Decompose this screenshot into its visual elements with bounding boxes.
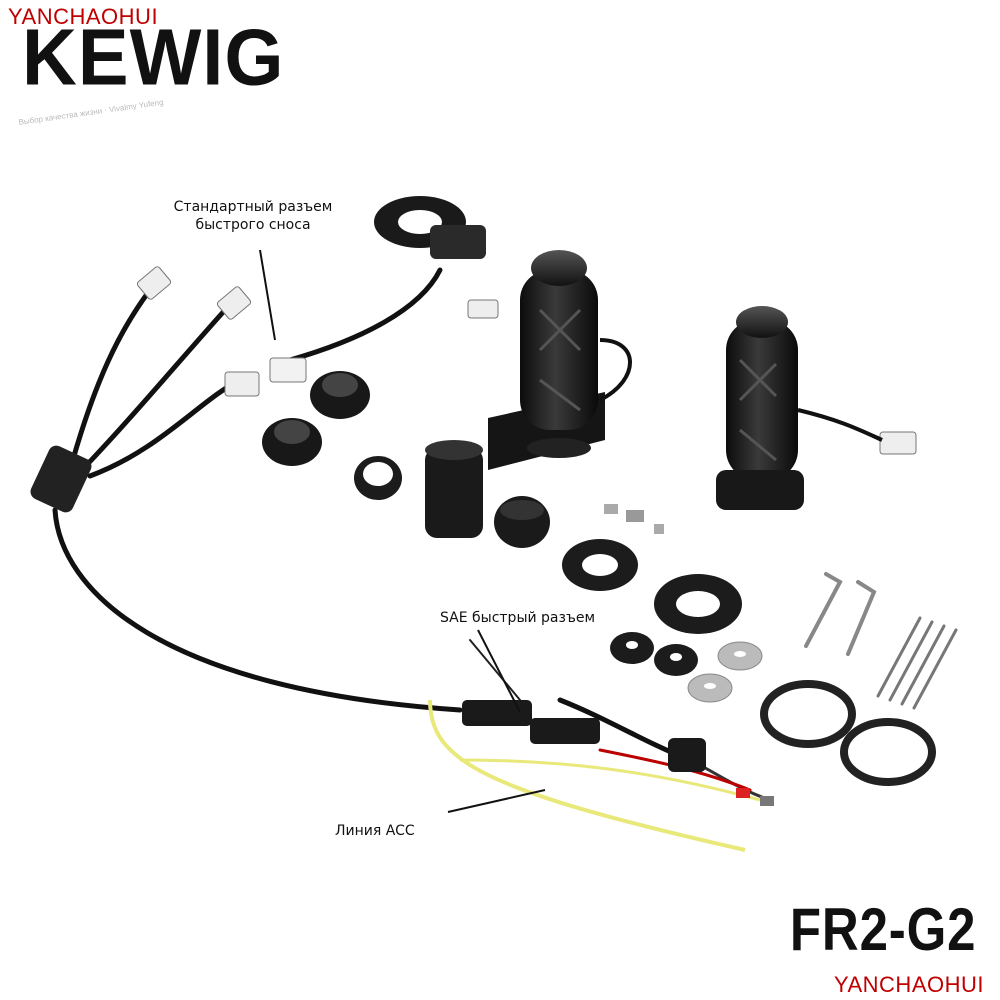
spare-parts [262,371,936,786]
label-acc-line: Линия ACC [335,823,415,839]
watermark-bottom: YANCHAOHUI [833,972,984,997]
label-quick-disconnect-line2: быстрого сноса [195,217,311,233]
connectors [136,266,917,455]
fuse-holder [668,738,706,772]
label-sae-connector: SAE быстрый разъем [440,610,596,626]
ring-terminals [736,788,774,806]
clamp-switch [374,196,486,259]
label-quick-disconnect-line1: Стандартный разъем [173,199,333,215]
cable-splitter [30,445,92,513]
sae-connector [462,700,600,744]
allen-keys [804,572,877,656]
model-number: FR2-G2 [789,896,976,963]
acc-wire [428,699,746,852]
brand-logo: KEWIG [22,12,285,103]
heated-grip-left [716,306,883,510]
watermark-top: YANCHAOHUI [8,4,159,29]
wiring-harness [52,267,772,802]
cable-ties [876,616,958,710]
pointer-lines [259,249,546,813]
heated-grip-right [488,250,632,470]
label-quick-disconnect: Стандартный разъем быстрого сноса [148,198,358,234]
